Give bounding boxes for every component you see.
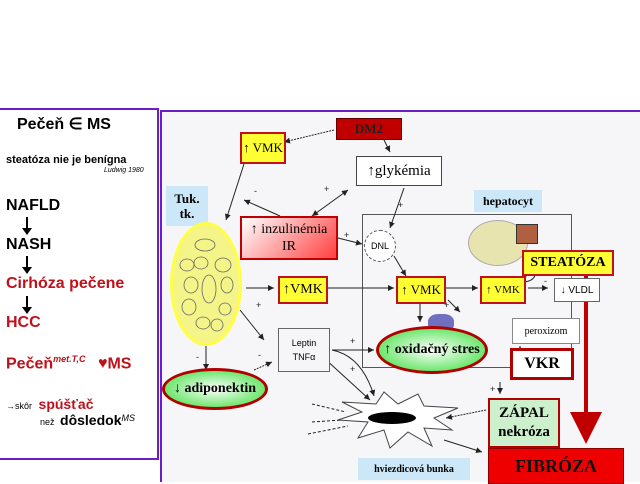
vldl-box: ↓ VLDL: [554, 278, 600, 302]
inflammation-box: ZÁPAL nekróza: [488, 398, 560, 448]
adipose-label-line1: Tuk.: [174, 191, 200, 206]
left-panel: Pečeň ∈ MS steatóza nie je benígna Ludwi…: [0, 108, 159, 460]
arrow-vmk-tuk: [224, 163, 245, 221]
vmk-top-box: ↑ VMK: [240, 132, 286, 164]
fat-droplets: [179, 238, 234, 332]
arrow-ir-dnl: [337, 237, 363, 246]
fibrosis-box: FIBRÓZA: [488, 448, 624, 484]
arrow-down-icon: [22, 296, 32, 314]
heart-icon: ♥: [97, 355, 108, 373]
hyperinsulinemia-label: ↑ inzulinémia: [250, 222, 328, 237]
arrow-glykemia-ir: [311, 189, 349, 217]
vmk-steatosis-box: ↑ VMK: [480, 276, 526, 304]
consequence-line: než dôsledokMS: [40, 412, 135, 428]
sign-plus: +: [490, 384, 495, 394]
arrow-dm2-vmk: [283, 129, 335, 144]
trigger-word: spúšťač: [38, 396, 94, 412]
insulin-resistance-label: IR: [282, 239, 296, 254]
stage-nafld: NAFLD: [6, 197, 61, 214]
sign-minus: -: [544, 276, 547, 286]
liver-line: Pečeňmet.T,C ♥MS: [6, 354, 131, 373]
pathogenesis-diagram: - + + + + - - + + + + - + DM2 ↑ VMK ↑gly…: [160, 110, 640, 484]
sign-plus: +: [324, 184, 329, 194]
stellate-cell-nucleus: [368, 412, 416, 424]
adipose-cell: [170, 222, 242, 346]
arrow-zapal-stellate: [445, 409, 487, 420]
leptin-label: Leptin: [291, 338, 317, 348]
stage-nash: NASH: [6, 236, 52, 253]
sign-minus: -: [196, 352, 199, 362]
adiponectin-ellipse: ↓ adiponektin: [162, 368, 268, 410]
citation: Ludwig 1980: [104, 167, 144, 174]
arrow-stellate-fibroza: [443, 439, 483, 454]
stellate-cell-label: hviezdicová bunka: [358, 458, 470, 480]
sign-plus: +: [398, 200, 403, 210]
arrow-to-stellate: [323, 357, 371, 401]
steatosis-box: STEATÓZA: [522, 250, 614, 276]
trigger-line: →skôr spúšťač: [6, 396, 94, 412]
adipose-tissue-label: Tuk.tk.: [166, 186, 208, 226]
arrow-ir-tuk: [243, 199, 281, 217]
sign-minus: -: [258, 350, 261, 360]
sign-plus: +: [256, 300, 261, 310]
hepatocyte-label: hepatocyt: [474, 190, 542, 212]
trigger-prefix: skôr: [15, 401, 33, 411]
arrow-glykemia-dnl: [389, 187, 405, 229]
sign-plus: +: [444, 300, 449, 310]
arrow-dnl-vmk: [393, 255, 407, 277]
arrow-adiponektin-leptin: [253, 361, 273, 371]
vkr-box: VKR: [510, 348, 574, 380]
sign-minus: -: [254, 186, 257, 196]
sign-plus: +: [344, 230, 349, 240]
consequence-superscript: MS: [121, 413, 136, 423]
sign-plus: +: [350, 336, 355, 346]
adipose-label-line2: tk.: [179, 206, 195, 221]
consequence-word: dôsledok: [60, 412, 122, 428]
arrow-right-icon: →: [6, 401, 15, 411]
vmk-hepatocyte-box: ↑ VMK: [396, 276, 446, 304]
dnl-circle: DNL: [364, 230, 396, 262]
stage-hcc: HCC: [6, 314, 41, 331]
arrow-leptin-stellate: [331, 349, 376, 397]
consequence-prefix: než: [40, 417, 55, 427]
sign-plus: +: [350, 364, 355, 374]
dm2-box: DM2: [336, 118, 402, 140]
stage-cirrhosis: Cirhóza pečene: [6, 275, 125, 292]
necrosis-label: nekróza: [498, 424, 550, 440]
arrow-down-icon: [22, 217, 32, 235]
panel-subtitle: steatóza nie je benígna: [6, 154, 127, 166]
peroxisome-box: peroxizom: [512, 318, 580, 344]
glykemia-box: ↑glykémia: [356, 156, 442, 186]
liver-word: Pečeň: [6, 355, 54, 373]
arrow-vmk-peroxizom: [447, 299, 461, 313]
panel-title: Pečeň ∈ MS: [17, 116, 111, 133]
vmk-adipose-box: ↑VMK: [278, 276, 328, 304]
oxidative-stress-ellipse: ↑ oxidačný stres: [376, 326, 488, 374]
ms-label: MS: [107, 355, 132, 373]
tnf-alpha-label: TNFα: [292, 352, 316, 362]
liver-superscript: met.T,C: [53, 354, 86, 364]
arrow-tuk-leptin: [239, 309, 265, 341]
arrow-down-icon: [22, 256, 32, 274]
inflammation-label: ZÁPAL: [499, 405, 549, 421]
liver-icon: [516, 224, 538, 244]
